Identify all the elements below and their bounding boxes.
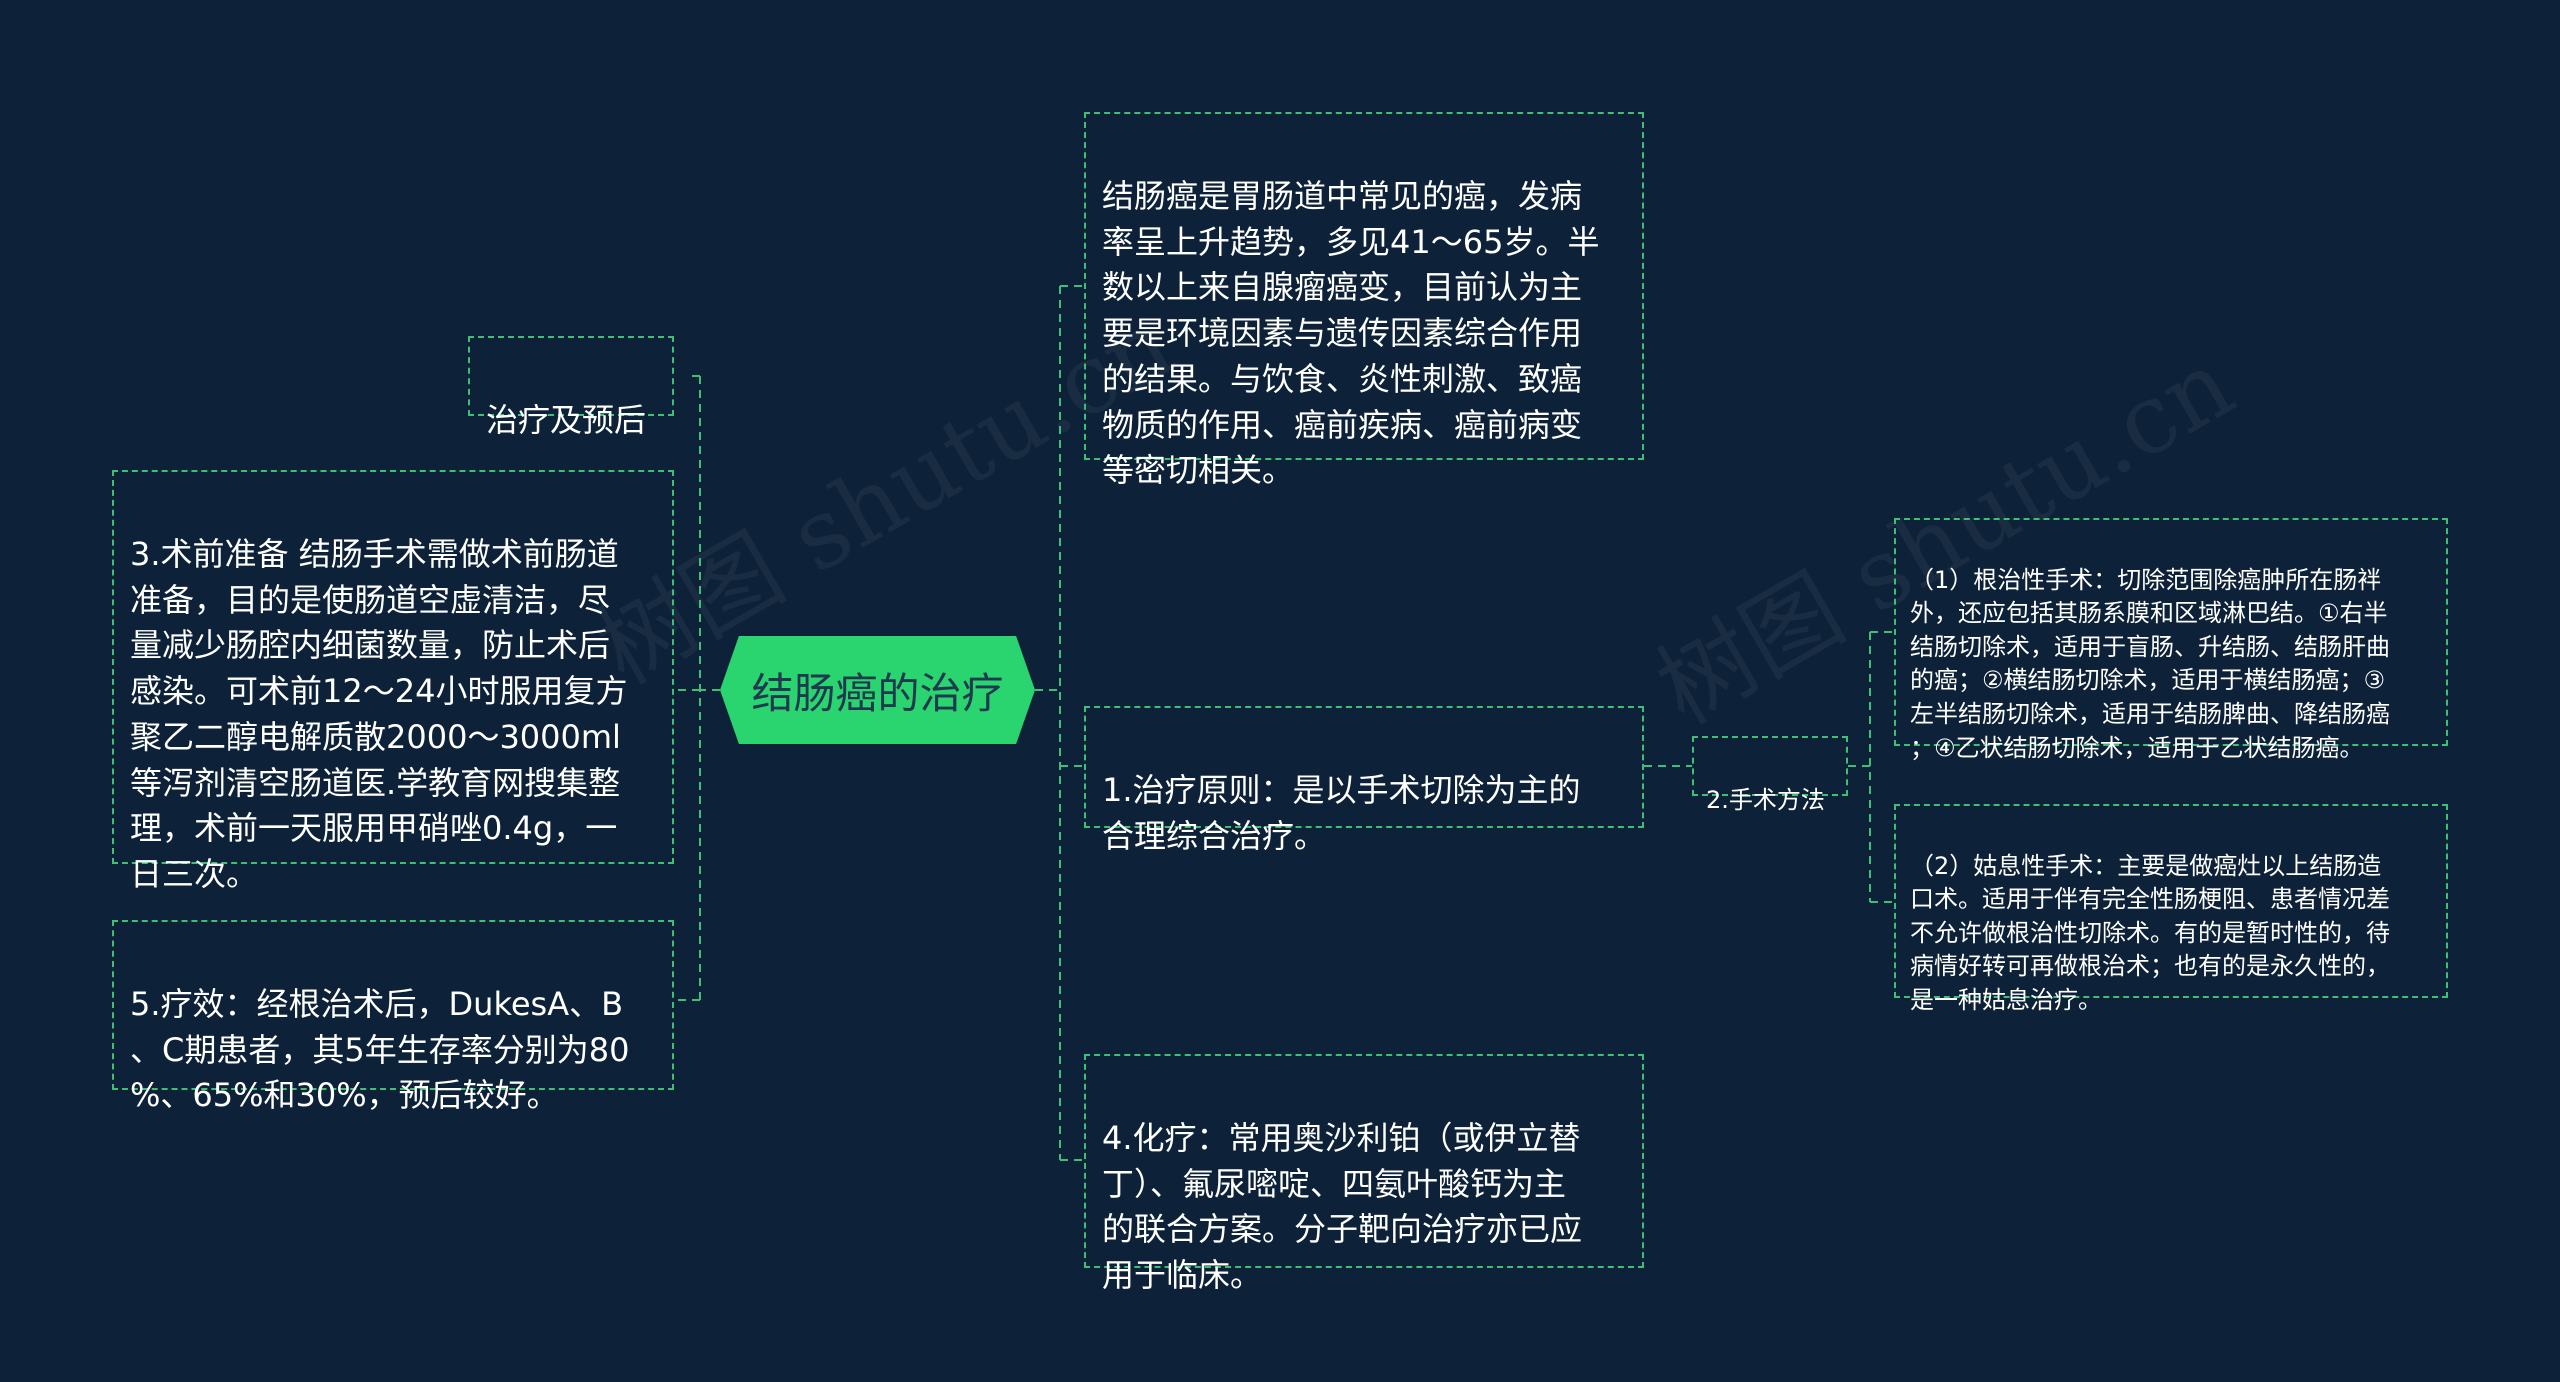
node-label: 1.治疗原则：是以手术切除为主的 合理综合治疗。 [1102, 770, 1581, 855]
node-treatment-principle[interactable]: 1.治疗原则：是以手术切除为主的 合理综合治疗。 [1084, 706, 1644, 855]
node-chemotherapy[interactable]: 4.化疗：常用奥沙利铂（或伊立替 丁）、氟尿嘧啶、四氨叶酸钙为主 的联合方案。分… [1084, 1054, 1644, 1294]
node-label: （2）姑息性手术：主要是做癌灶以上结肠造 口术。适用于伴有完全性肠梗阻、患者情况… [1910, 851, 2390, 1014]
node-preop-preparation[interactable]: 3.术前准备 结肠手术需做术前肠道 准备，目的是使肠道空虚清洁，尽 量减少肠腔内… [112, 470, 674, 893]
node-surgery-methods[interactable]: 2.手术方法 [1692, 736, 1848, 814]
node-label: 治疗及预后 [486, 400, 647, 439]
node-label: 3.术前准备 结肠手术需做术前肠道 准备，目的是使肠道空虚清洁，尽 量减少肠腔内… [130, 534, 628, 893]
node-label: 结肠癌是胃肠道中常见的癌，发病 率呈上升趋势，多见41～65岁。半 数以上来自腺… [1102, 176, 1600, 490]
node-palliative-surgery[interactable]: （2）姑息性手术：主要是做癌灶以上结肠造 口术。适用于伴有完全性肠梗阻、患者情况… [1894, 804, 2448, 1014]
node-intro[interactable]: 结肠癌是胃肠道中常见的癌，发病 率呈上升趋势，多见41～65岁。半 数以上来自腺… [1084, 112, 1644, 489]
node-radical-surgery[interactable]: （1）根治性手术：切除范围除癌肿所在肠袢 外，还应包括其肠系膜和区域淋巴结。①右… [1894, 518, 2448, 762]
node-label: （1）根治性手术：切除范围除癌肿所在肠袢 外，还应包括其肠系膜和区域淋巴结。①右… [1910, 565, 2390, 762]
node-label: 5.疗效：经根治术后，DukesA、B 、C期患者，其5年生存率分别为80 %、… [130, 984, 630, 1115]
node-efficacy[interactable]: 5.疗效：经根治术后，DukesA、B 、C期患者，其5年生存率分别为80 %、… [112, 920, 674, 1114]
root-label: 结肠癌的治疗 [751, 668, 1004, 718]
node-treatment-prognosis[interactable]: 治疗及预后 [468, 336, 674, 439]
node-label: 4.化疗：常用奥沙利铂（或伊立替 丁）、氟尿嘧啶、四氨叶酸钙为主 的联合方案。分… [1102, 1118, 1583, 1294]
node-label: 2.手术方法 [1706, 785, 1825, 814]
root-node[interactable]: 结肠癌的治疗 [720, 636, 1035, 744]
